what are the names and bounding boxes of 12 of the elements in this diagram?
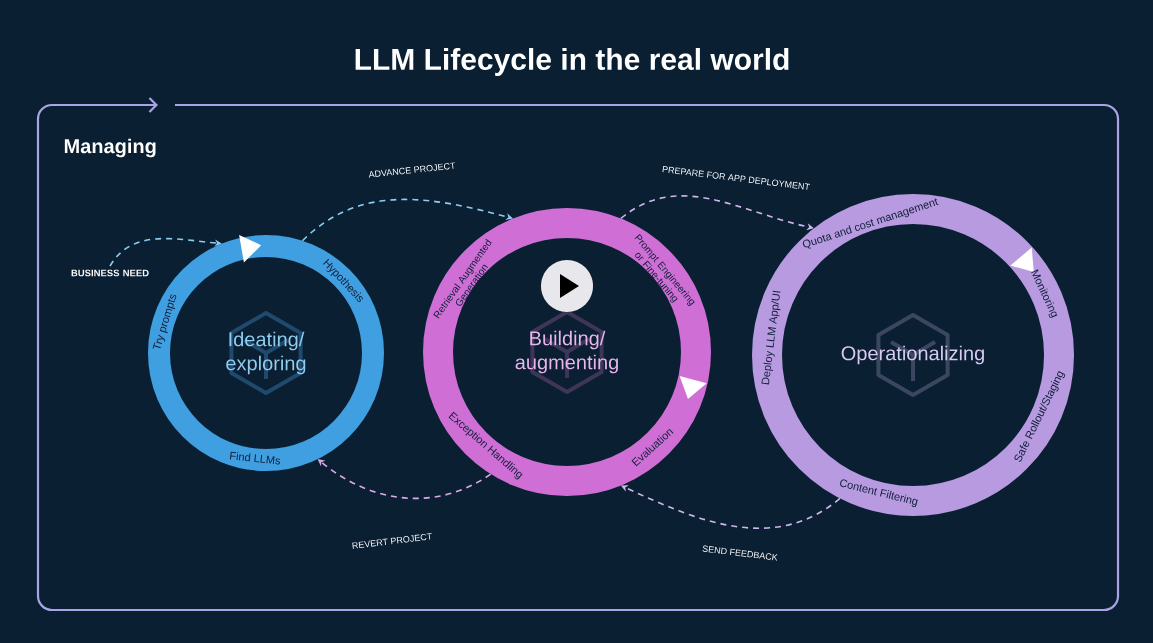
edge-label: ADVANCE PROJECT	[368, 162, 455, 178]
edge-label: PREPARE FOR APP DEPLOYMENT	[662, 165, 811, 190]
note-text: BUSINESS NEED	[71, 269, 149, 277]
edge-label: REVERT PROJECT	[352, 533, 432, 549]
stage-label: Content Filtering	[840, 479, 918, 508]
section-heading: Managing	[64, 138, 156, 158]
stage-label: Deploy LLM App/UI	[761, 290, 781, 385]
stage-label: Find LLMs	[229, 451, 281, 465]
edge-label: SEND FEEDBACK	[702, 545, 778, 561]
title: LLM Lifecycle in the real world	[355, 48, 789, 76]
dashed-arrow	[109, 237, 222, 267]
stage-label: Try prompts	[152, 294, 177, 349]
